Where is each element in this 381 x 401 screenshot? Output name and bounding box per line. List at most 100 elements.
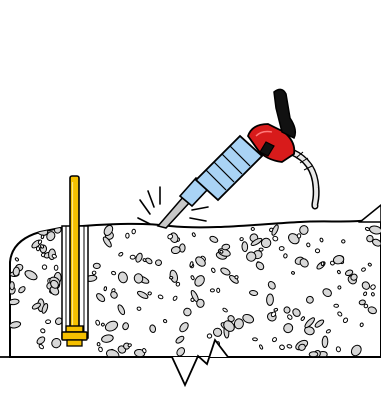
aggregate-stone bbox=[270, 311, 277, 318]
aggregate-stone bbox=[367, 262, 372, 267]
aggregate-stone bbox=[259, 344, 264, 350]
aggregate-stone bbox=[155, 259, 162, 267]
aggregate-stone bbox=[24, 270, 38, 281]
aggregate-stone bbox=[272, 235, 279, 242]
impact-marks bbox=[137, 186, 209, 225]
aggregate-stone bbox=[271, 224, 279, 236]
aggregate-stone bbox=[333, 303, 339, 308]
aggregate-stone bbox=[102, 236, 112, 248]
aggregate-stone bbox=[95, 319, 101, 326]
aggregate-stone bbox=[223, 320, 235, 332]
aggregate-stone bbox=[212, 327, 223, 337]
aggregate-stone bbox=[299, 258, 309, 268]
concrete-slab bbox=[0, 204, 381, 388]
aggregate-stone bbox=[366, 234, 374, 243]
aggregate-stone bbox=[306, 242, 311, 248]
aggregate-stone bbox=[337, 311, 343, 317]
aggregate-stone bbox=[255, 261, 265, 271]
aggregate-stone bbox=[40, 234, 45, 240]
aggregate-stone bbox=[304, 326, 315, 336]
aggregate-stone bbox=[104, 320, 119, 332]
hammer-grip bbox=[273, 88, 297, 140]
aggregate-stone bbox=[50, 279, 59, 289]
aggregate-stone bbox=[127, 343, 132, 348]
slab-edge-chip bbox=[357, 204, 381, 223]
aggregate-stone bbox=[91, 270, 97, 276]
aggregate-stone bbox=[361, 267, 366, 272]
aggregate-stone bbox=[38, 344, 44, 350]
aggregate-stone bbox=[287, 314, 293, 320]
break-line bbox=[0, 338, 381, 388]
aggregate-stone bbox=[36, 336, 46, 345]
aggregate-stone bbox=[234, 275, 239, 280]
aggregate-stone bbox=[337, 285, 342, 290]
aggregate-stone bbox=[286, 344, 293, 349]
aggregate-stone bbox=[358, 299, 366, 306]
aggregate-stone bbox=[37, 239, 43, 245]
aggregate-stone bbox=[169, 275, 174, 280]
aggregate-stone bbox=[363, 303, 369, 309]
aggregate-stone bbox=[337, 269, 341, 275]
aggregate-stone bbox=[273, 307, 279, 312]
aggregate-stone bbox=[283, 253, 288, 259]
aggregate-stone bbox=[14, 228, 20, 234]
jackhammer bbox=[156, 88, 297, 229]
aggregate-stone bbox=[118, 252, 124, 257]
aggregate-stone bbox=[332, 255, 345, 265]
aggregate-stone bbox=[206, 333, 213, 339]
aggregate-stone bbox=[250, 227, 255, 231]
aggregate-stone bbox=[10, 281, 15, 291]
aggregate-stone bbox=[10, 298, 20, 306]
aggregate-stone bbox=[249, 290, 259, 296]
aggregate-stone bbox=[31, 302, 41, 310]
aggregate-stone bbox=[335, 346, 341, 353]
aggregate-stone bbox=[260, 237, 272, 249]
aggregate-stone bbox=[221, 243, 231, 251]
aggregate-stone bbox=[222, 307, 228, 313]
aggregate-stone bbox=[299, 225, 309, 235]
aggregate-stone bbox=[14, 257, 19, 262]
aggregate-stone bbox=[298, 343, 306, 351]
aggregate-stone bbox=[194, 275, 205, 287]
aggregate-stone bbox=[267, 281, 276, 290]
aggregate-stone bbox=[117, 304, 126, 316]
aggregate-stone bbox=[250, 237, 263, 246]
aggregate-stone bbox=[53, 264, 59, 271]
aggregate-stone bbox=[233, 318, 244, 330]
aggregate-stone bbox=[142, 348, 147, 354]
aggregate-stone bbox=[292, 308, 301, 317]
aggregate-stone bbox=[370, 284, 376, 290]
aggregate-stone bbox=[296, 233, 302, 239]
anchor-bolt bbox=[61, 175, 88, 347]
aggregate-stone bbox=[183, 307, 192, 317]
aggregate-stone bbox=[195, 256, 206, 267]
aggregate-stone bbox=[135, 252, 143, 263]
aggregate-stone bbox=[10, 321, 22, 329]
aggregate-stone bbox=[103, 286, 108, 292]
aggregate-stone bbox=[219, 249, 224, 254]
aggregate-stone bbox=[241, 241, 249, 253]
aggregate-stone bbox=[252, 337, 258, 342]
aggregate-stone bbox=[291, 271, 295, 275]
aggregate-stone bbox=[271, 337, 278, 343]
aggregate-stone bbox=[258, 247, 264, 252]
aggregate-stone bbox=[266, 293, 274, 306]
hammer-body bbox=[194, 134, 264, 202]
aggregate-stone bbox=[46, 231, 56, 242]
aggregate-stone bbox=[92, 262, 101, 269]
aggregate-stone bbox=[167, 233, 174, 240]
aggregate-stone bbox=[363, 291, 368, 297]
aggregate-stone bbox=[239, 237, 244, 242]
aggregate-stone bbox=[147, 291, 152, 296]
aggregate-stone bbox=[300, 316, 305, 321]
aggregate-stone bbox=[45, 319, 52, 325]
aggregate-stone bbox=[51, 253, 57, 259]
concrete-aggregate bbox=[10, 224, 381, 357]
aggregate-stone bbox=[370, 292, 375, 297]
air-hose bbox=[288, 148, 320, 210]
aggregate-stone bbox=[41, 303, 49, 314]
aggregate-stone bbox=[179, 322, 189, 333]
aggregate-stone bbox=[145, 257, 153, 265]
aggregate-stone bbox=[305, 295, 314, 304]
aggregate-stone bbox=[211, 267, 216, 273]
